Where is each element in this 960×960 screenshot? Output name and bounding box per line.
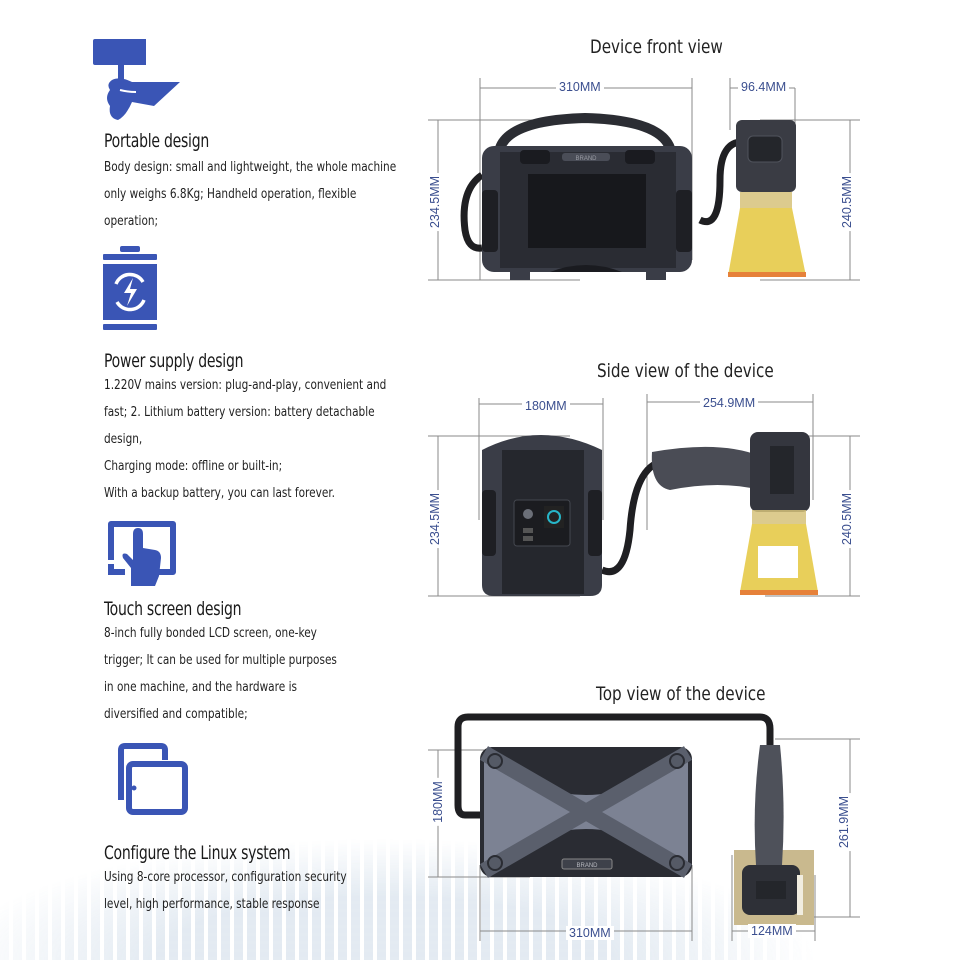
side-view-title: Side view of the device bbox=[597, 360, 774, 382]
feature-text: trigger; It can be used for multiple pur… bbox=[104, 652, 337, 668]
feature-text: design, bbox=[104, 431, 143, 447]
front-view-title: Device front view bbox=[590, 36, 723, 58]
dim-front-head-width: 96.4MM bbox=[738, 80, 790, 94]
feature-text: With a backup battery, you can last fore… bbox=[104, 485, 336, 501]
feature-text: fast; 2. Lithium battery version: batter… bbox=[104, 404, 375, 420]
front-view-drawing: BRAND bbox=[428, 78, 860, 281]
feature-title: Configure the Linux system bbox=[104, 842, 291, 864]
feature-title: Power supply design bbox=[104, 350, 244, 372]
svg-text:BRAND: BRAND bbox=[575, 156, 597, 162]
svg-text:BRAND: BRAND bbox=[576, 863, 598, 869]
feature-portable: Portable design Body design: small and l… bbox=[104, 130, 424, 235]
dim-side-body-height: 234.5MM bbox=[428, 489, 443, 549]
dim-top-head-width: 124MM bbox=[748, 924, 796, 938]
dim-front-head-height: 240.5MM bbox=[840, 172, 855, 232]
feature-text: diversified and compatible; bbox=[104, 706, 248, 722]
feature-text: Charging mode: offline or built-in; bbox=[104, 458, 283, 474]
dim-side-body-width: 180MM bbox=[522, 399, 570, 413]
handheld-device-icon bbox=[93, 39, 180, 120]
touch-screen-icon bbox=[108, 521, 176, 586]
feature-text: only weighs 6.8Kg; Handheld operation, f… bbox=[104, 186, 357, 202]
side-view-drawing bbox=[428, 394, 860, 597]
feature-linux-system: Configure the Linux system Using 8-core … bbox=[104, 842, 424, 918]
dim-side-head-length: 254.9MM bbox=[700, 396, 759, 410]
dim-front-body-width: 310MM bbox=[556, 80, 604, 94]
dim-top-head-length: 261.9MM bbox=[837, 792, 852, 852]
feature-title: Touch screen design bbox=[104, 598, 242, 620]
feature-text: 8-inch fully bonded LCD screen, one-key bbox=[104, 625, 317, 641]
feature-touch-screen: Touch screen design 8-inch fully bonded … bbox=[104, 598, 424, 728]
feature-text: in one machine, and the hardware is bbox=[104, 679, 297, 695]
feature-text: Using 8-core processor, configuration se… bbox=[104, 869, 347, 885]
dim-top-body-width: 310MM bbox=[566, 926, 614, 940]
top-view-title: Top view of the device bbox=[596, 683, 766, 705]
dim-front-body-height: 234.5MM bbox=[428, 172, 443, 232]
feature-text: level, high performance, stable response bbox=[104, 896, 320, 912]
top-view-drawing: BRAND bbox=[428, 713, 860, 941]
dim-side-head-height: 240.5MM bbox=[840, 489, 855, 549]
feature-text: 1.220V mains version: plug-and-play, con… bbox=[104, 377, 387, 393]
feature-title: Portable design bbox=[104, 130, 210, 152]
tablets-icon bbox=[118, 743, 188, 815]
feature-power-supply: Power supply design 1.220V mains version… bbox=[104, 350, 424, 507]
feature-text: operation; bbox=[104, 213, 159, 229]
dim-top-body-depth: 180MM bbox=[430, 778, 445, 826]
battery-charging-icon bbox=[103, 246, 157, 330]
feature-text: Body design: small and lightweight, the … bbox=[104, 159, 397, 175]
